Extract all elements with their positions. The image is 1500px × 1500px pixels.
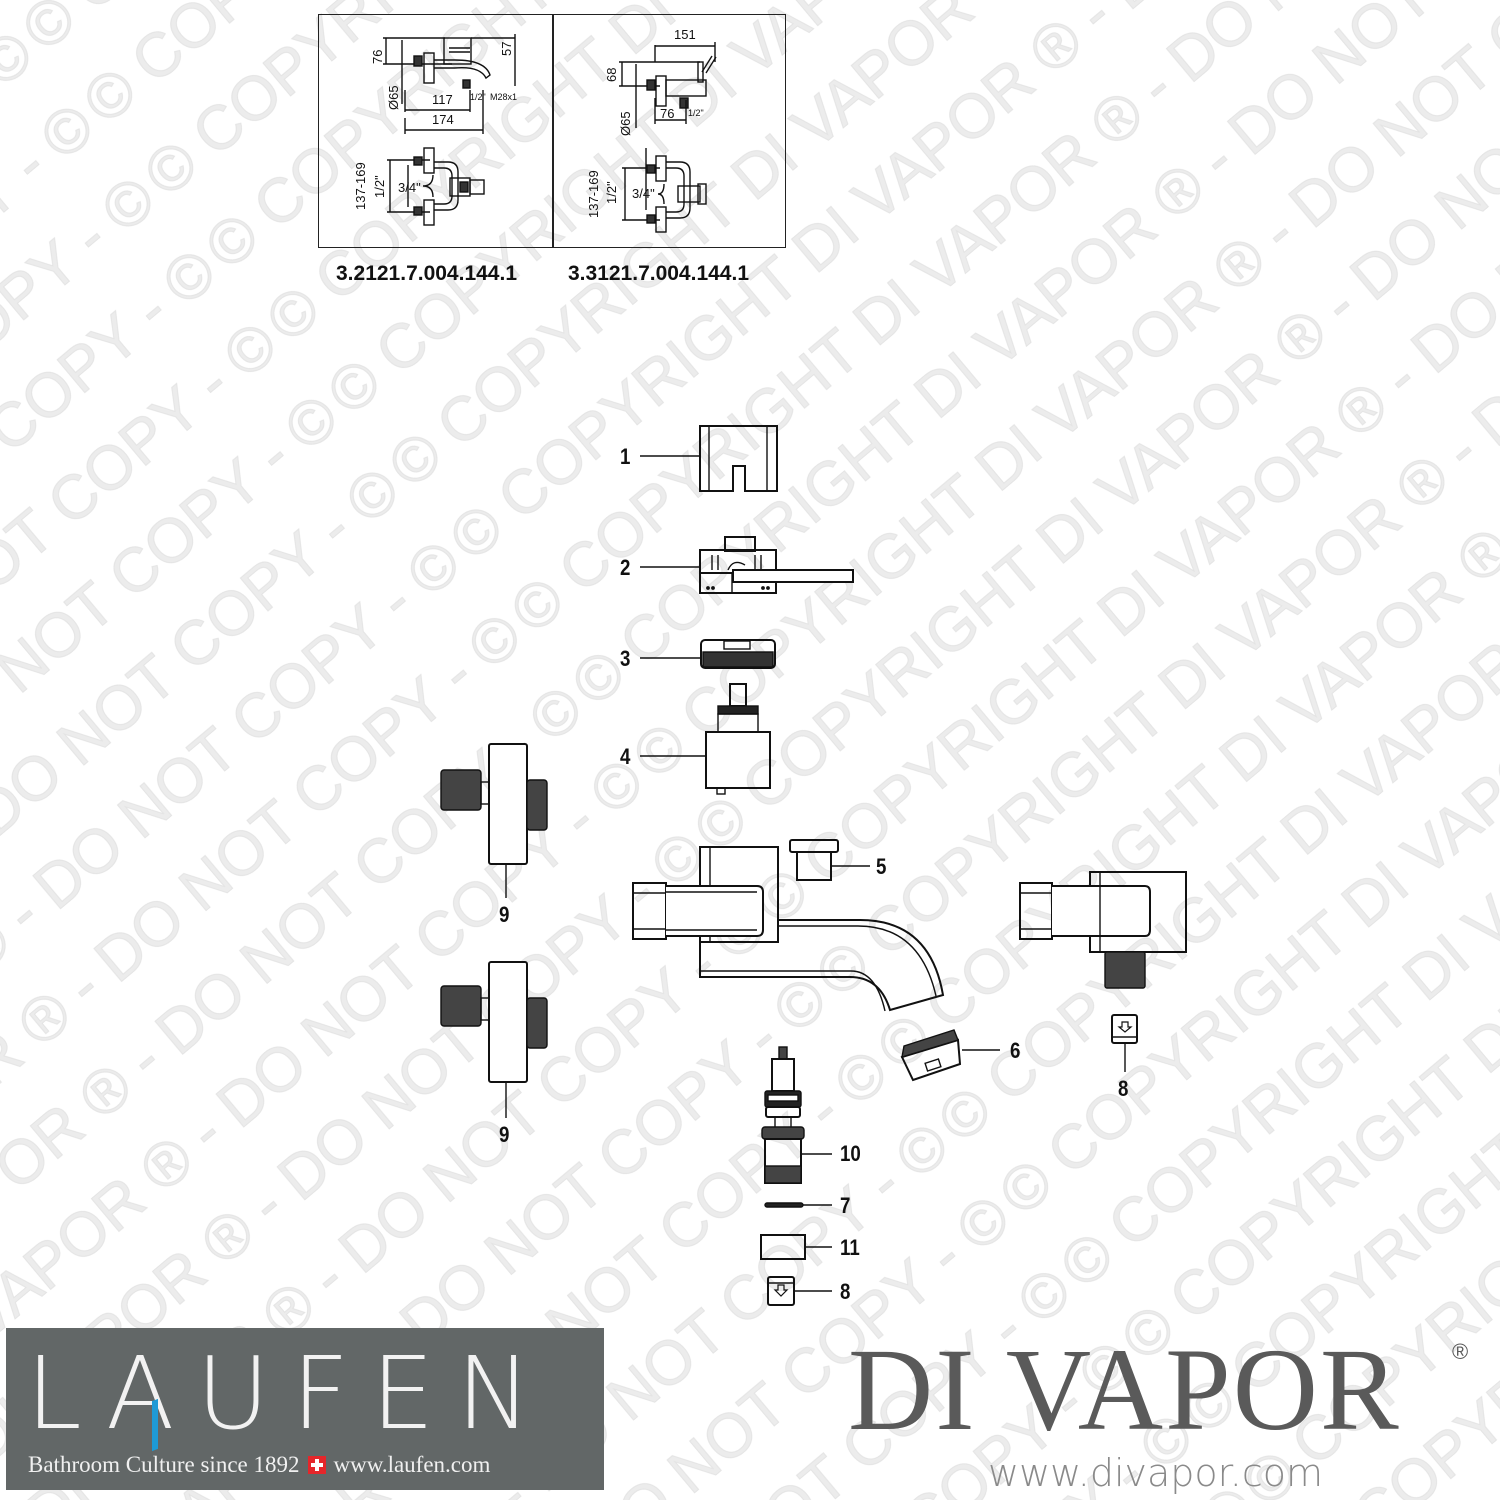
part-11-sleeve (760, 1234, 832, 1260)
laufen-accent (152, 1398, 158, 1452)
part-3-cartridge-nut (640, 639, 776, 669)
part-5-cover-cap (789, 839, 870, 881)
dim-outlet-thread-a: 1/2" (470, 92, 486, 102)
dim-174: 174 (432, 112, 454, 127)
part-label-9-lower: 9 (499, 1122, 510, 1147)
part-2-lever-handle (640, 536, 854, 594)
dim-m28: M28x1 (490, 92, 518, 102)
dim-76-b: 76 (660, 106, 675, 121)
shower-mixer-dimension-drawing (619, 42, 717, 233)
part-8-check-valve-lower (767, 1276, 832, 1306)
part-7-o-ring (764, 1202, 832, 1208)
dim-57: 57 (499, 41, 514, 56)
part-label-3: 3 (620, 646, 631, 671)
dim-68: 68 (604, 67, 619, 82)
part-8-check-valve-right (1111, 1014, 1138, 1072)
part-6-aerator (900, 1029, 1000, 1082)
part-label-9-upper: 9 (499, 902, 510, 927)
dim-eccentric-b: 3/4" (632, 186, 655, 201)
dim-rosette-b: Ø65 (618, 111, 633, 136)
part-label-8-right: 8 (1118, 1076, 1129, 1101)
shower-outlet-body (1019, 871, 1187, 989)
part-label-1: 1 (620, 444, 631, 469)
laufen-url[interactable]: www.laufen.com (333, 1452, 491, 1477)
part-label-6: 6 (1010, 1038, 1021, 1063)
part-label-5: 5 (876, 854, 887, 879)
laufen-tagline: Bathroom Culture since 1892 (28, 1452, 300, 1477)
part-9-eccentric-union-upper (440, 743, 548, 898)
product-code-shower-mixer: 3.3121.7.004.144.1 (568, 262, 750, 285)
part-label-2: 2 (620, 555, 631, 580)
part-9-eccentric-union-lower (440, 961, 548, 1118)
dim-eccentric-a: 3/4" (398, 180, 421, 195)
part-label-10: 10 (840, 1141, 861, 1166)
part-label-4: 4 (620, 744, 631, 769)
part-10-diverter-cartridge (761, 1046, 832, 1184)
divapor-wordmark: DI VAPOR (848, 1324, 1401, 1455)
dim-inlet-b: 1/2" (604, 181, 619, 204)
dim-outlet-thread-b: 1/2" (688, 108, 704, 118)
dim-117: 117 (432, 92, 453, 107)
part-label-11: 11 (840, 1235, 860, 1260)
laufen-tagline-row: Bathroom Culture since 1892 www.laufen.co… (28, 1452, 490, 1478)
product-code-bath-mixer: 3.2121.7.004.144.1 (336, 262, 518, 285)
spout-body (632, 846, 945, 1012)
bath-mixer-dimension-drawing (383, 34, 516, 226)
dim-151: 151 (674, 27, 696, 42)
part-label-7: 7 (840, 1193, 851, 1218)
swiss-flag-icon (307, 1456, 326, 1474)
divapor-logo: DI VAPOR ® www.divapor.com (840, 1324, 1490, 1496)
part-4-mixer-cartridge (640, 683, 771, 795)
dim-137-169-a: 137-169 (353, 162, 368, 210)
dim-76-a: 76 (370, 49, 385, 64)
divapor-url[interactable]: www.divapor.com (988, 1451, 1324, 1495)
laufen-logo: LAUFEN Bathroom Culture since 1892 www.la… (6, 1328, 604, 1490)
arrow-down-icon (773, 1021, 1133, 1297)
laufen-wordmark: LAUFEN (26, 1335, 554, 1452)
dim-rosette-a: Ø65 (386, 85, 401, 110)
part-label-8-lower: 8 (840, 1279, 851, 1304)
dim-137-169-b: 137-169 (586, 170, 601, 218)
registered-mark: ® (1452, 1339, 1469, 1364)
part-1-handle-cap (640, 425, 778, 492)
dim-inlet-a: 1/2" (372, 175, 387, 198)
